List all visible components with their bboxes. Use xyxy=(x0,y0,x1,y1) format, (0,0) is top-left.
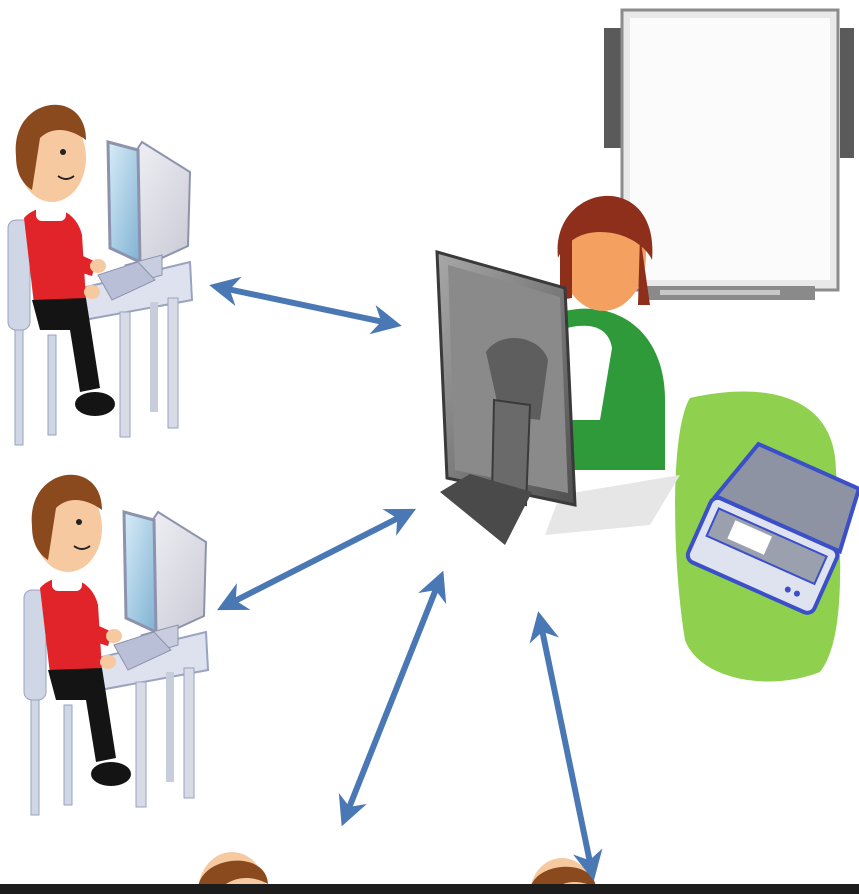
scanner-icon xyxy=(675,392,859,682)
connection-arrow-student-1 xyxy=(218,287,393,324)
student-at-computer-icon-1 xyxy=(8,105,192,445)
teacher-at-computer-icon xyxy=(437,196,680,545)
student-at-computer-icon-2 xyxy=(24,475,208,815)
connection-arrow-student-2 xyxy=(225,513,408,606)
connection-arrow-student-4 xyxy=(540,620,592,872)
connection-arrow-student-3 xyxy=(345,579,440,818)
bottom-edge-bar xyxy=(0,884,859,894)
